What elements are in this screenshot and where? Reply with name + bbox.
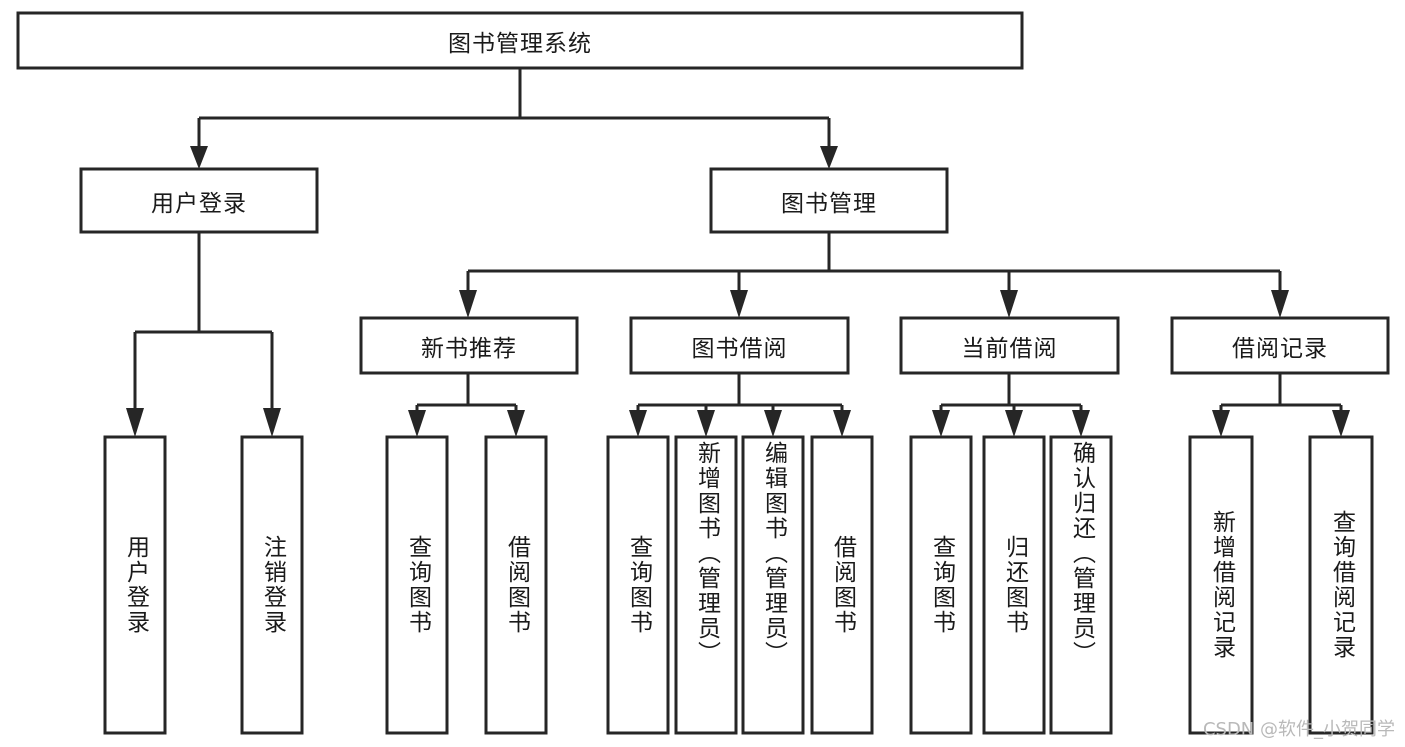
connector-borrow-record-to-leaves [1212,373,1350,437]
arrow-head-current-borrow [1000,290,1018,318]
connector-new-book-recommend-to-leaves [408,373,525,437]
arrow-head-leaf-add-book [697,410,715,437]
connector-root-to-level1 [190,68,838,169]
node-box-book-borrow[interactable] [629,316,850,375]
arrow-head-leaf-query-book-current [932,410,950,437]
arrow-head-leaf-user-login [126,408,144,437]
connector-current-borrow-to-leaves [932,373,1090,437]
node-box-leaf-query-book-current[interactable] [909,435,973,735]
arrow-head-borrow-record [1271,290,1289,318]
node-box-leaf-user-login[interactable] [103,435,167,735]
arrow-head-book-manage [820,146,838,169]
connector-user-login-to-leaves [126,232,281,437]
node-box-leaf-borrow-book[interactable] [810,435,874,735]
arrow-head-leaf-borrow-book-rec [507,410,525,437]
arrow-head-leaf-add-record [1212,410,1230,437]
arrow-head-leaf-query-record [1332,410,1350,437]
node-box-leaf-query-book-borrow[interactable] [606,435,670,735]
node-box-leaf-add-record[interactable] [1188,435,1254,735]
arrow-head-book-borrow [730,290,748,318]
arrow-head-leaf-return-book [1005,410,1023,437]
node-box-leaf-borrow-book-rec[interactable] [484,435,548,735]
node-box-new-book-recommend[interactable] [359,316,579,375]
node-box-leaf-logout[interactable] [240,435,304,735]
node-box-leaf-query-record[interactable] [1308,435,1374,735]
connector-book-manage-to-level2 [459,232,1289,318]
node-box-leaf-query-book-rec[interactable] [385,435,449,735]
node-box-leaf-edit-book[interactable] [741,435,805,735]
arrow-head-leaf-borrow-book [833,410,851,437]
arrow-head-new-book-recommend [459,290,477,318]
node-box-borrow-record[interactable] [1170,316,1390,375]
node-box-user-login[interactable] [79,167,319,234]
node-box-current-borrow[interactable] [899,316,1120,375]
node-box-leaf-add-book[interactable] [674,435,738,735]
node-box-root[interactable] [16,11,1024,70]
arrow-head-user-login [190,146,208,169]
arrow-head-leaf-confirm-return [1072,410,1090,437]
node-box-book-manage[interactable] [709,167,949,234]
arrow-head-leaf-query-book-borrow [629,410,647,437]
csdn-watermark: CSDN @软件_小贺同学 [1202,719,1395,740]
arrow-head-leaf-query-book-rec [408,410,426,437]
node-box-leaf-return-book[interactable] [982,435,1046,735]
node-box-leaf-confirm-return[interactable] [1049,435,1113,735]
arrow-head-leaf-edit-book [764,410,782,437]
connector-book-borrow-to-leaves [629,373,851,437]
arrow-head-leaf-logout [263,408,281,437]
